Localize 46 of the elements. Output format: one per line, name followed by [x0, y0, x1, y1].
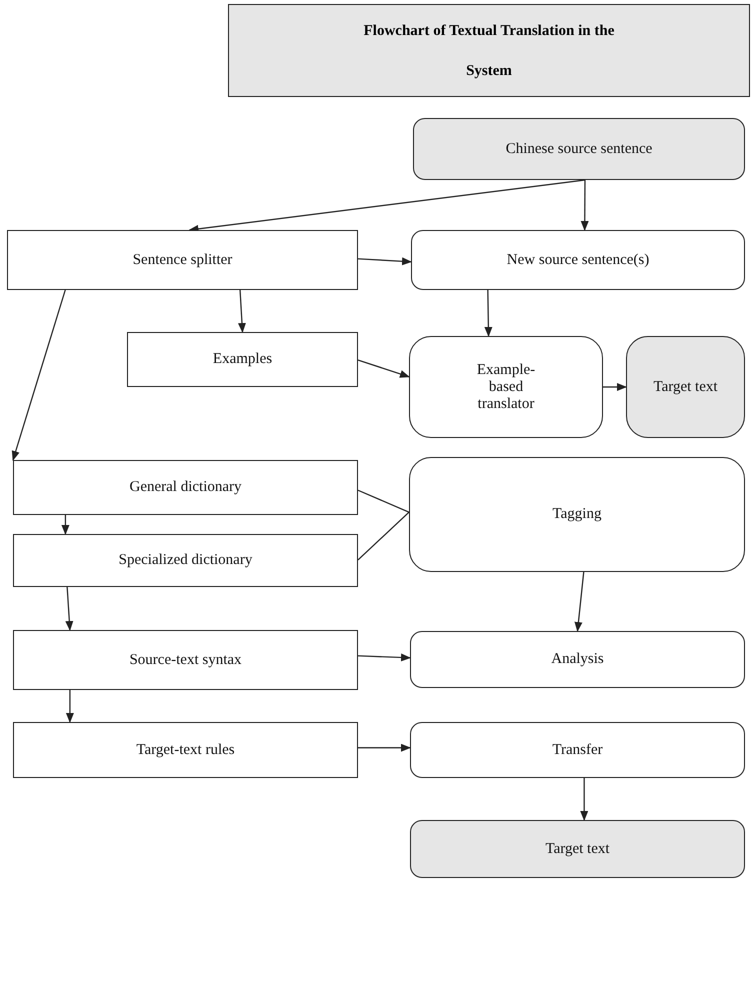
- process-box: [411, 230, 745, 290]
- arrow: [238, 290, 246, 333]
- process-box: [409, 336, 603, 438]
- node-label: Example-based translator: [476, 362, 536, 412]
- process-box: [13, 722, 358, 778]
- process-box: [13, 534, 358, 587]
- process-box: [410, 722, 745, 778]
- arrow: [580, 778, 588, 821]
- arrow: [188, 179, 586, 233]
- node-label: Chinese source sentence: [506, 140, 652, 158]
- process-box: [13, 630, 358, 690]
- node-label: Tagging: [552, 506, 602, 523]
- arrow: [574, 572, 584, 632]
- node-label: Target text: [545, 840, 610, 858]
- process-box: [410, 631, 745, 688]
- arrow: [358, 653, 411, 662]
- arrow: [484, 290, 492, 337]
- process-box: [13, 460, 358, 515]
- process-box: [127, 332, 358, 387]
- arrow: [61, 515, 70, 535]
- connector-line: [358, 512, 410, 560]
- title: Flowchart of Textual Translation in the System: [362, 22, 616, 80]
- node-label: Specialized dictionary: [118, 552, 252, 569]
- node-label: Analysis: [551, 651, 604, 668]
- arrow: [358, 359, 410, 378]
- process-box: [409, 457, 745, 572]
- process-box: [7, 230, 358, 290]
- start-terminal: [413, 118, 745, 180]
- arrow: [12, 290, 66, 461]
- node-label: Examples: [212, 351, 272, 368]
- end-terminal: [626, 336, 745, 438]
- node-label: General dictionary: [129, 479, 242, 496]
- arrow: [65, 586, 74, 631]
- arrow: [358, 744, 411, 752]
- arrow: [66, 690, 74, 723]
- arrow: [603, 383, 627, 391]
- arrow: [358, 257, 412, 266]
- node-label: Sentence splitter: [132, 252, 232, 268]
- node-label: Source-text syntax: [129, 652, 242, 668]
- node-label: Transfer: [552, 742, 603, 758]
- node-label: New source sentence(s): [506, 252, 650, 268]
- node-label: Target text: [653, 378, 718, 396]
- end-terminal: [410, 820, 745, 878]
- connector-line: [358, 490, 410, 513]
- arrow: [580, 180, 589, 231]
- node-label: Target-text rules: [136, 742, 235, 758]
